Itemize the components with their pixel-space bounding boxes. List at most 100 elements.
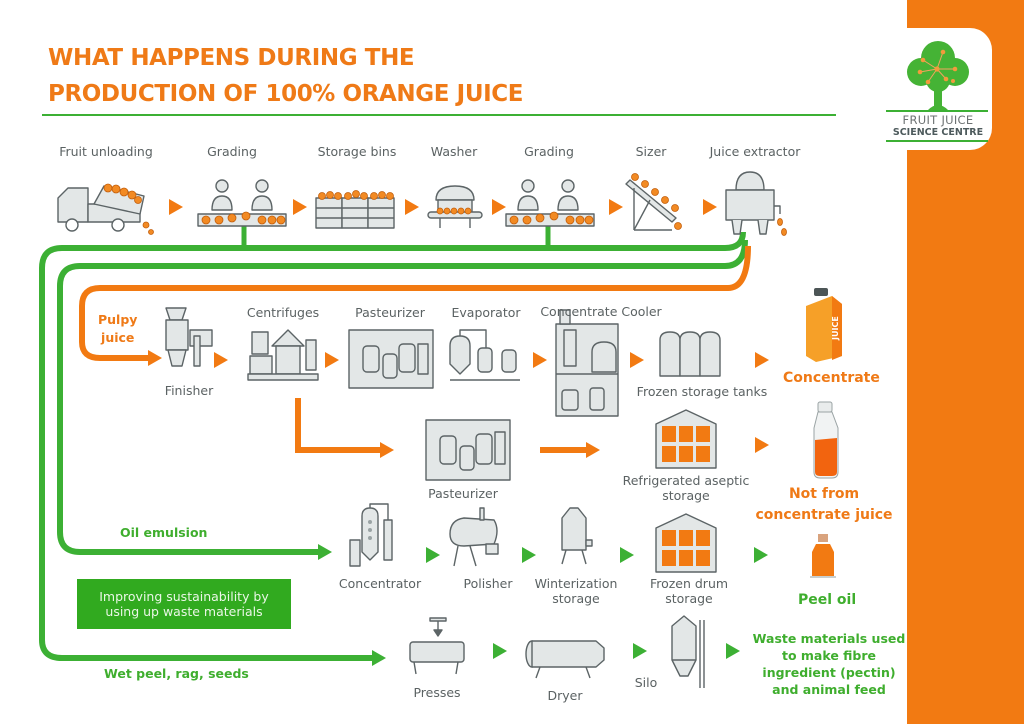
output-not-from-concentrate: Not from concentrate juice <box>755 484 892 526</box>
step-label-washer: Washer <box>430 144 478 159</box>
logo-rule-top <box>886 110 988 112</box>
graders-icon <box>197 179 287 227</box>
wet-peel-label: Wet peel, rag, seeds <box>104 666 249 681</box>
step-label-concentrator: Concentrator <box>338 576 422 591</box>
tree-icon <box>907 41 969 110</box>
press-icon <box>409 617 465 675</box>
step-label-grading-1: Grading <box>207 144 257 159</box>
pipe-arrowheads <box>148 350 600 666</box>
winterization-tank-icon <box>561 507 593 565</box>
arrow-right-icon <box>169 199 183 215</box>
title-line2: PRODUCTION OF 100% ORANGE JUICE <box>48 81 524 107</box>
step-label-evaporator: Evaporator <box>451 305 521 320</box>
output-peel-oil: Peel oil <box>798 592 857 608</box>
step-label-storage-bins: Storage bins <box>317 144 397 159</box>
pasteurizer-icon <box>425 419 511 481</box>
washer-icon <box>427 185 483 228</box>
title-rule <box>42 114 836 116</box>
evaporator-icon <box>449 329 520 381</box>
pipe-oil <box>57 239 748 555</box>
graders-icon <box>505 179 595 227</box>
sustainability-note: Improving sustainability by using up was… <box>77 579 291 629</box>
step-label-centrifuges: Centrifuges <box>246 305 320 320</box>
label-line1: Refrigerated aseptic <box>622 473 750 488</box>
logo-title-line2: SCIENCE CENTRE <box>892 127 984 138</box>
pulpy-juice-line1: Pulpy <box>98 312 138 327</box>
pipe-nfc <box>295 398 380 453</box>
arrow-right-icon <box>755 352 769 368</box>
dump-truck-icon <box>57 183 154 235</box>
arrow-right-icon <box>214 352 228 368</box>
arrow-right-icon <box>703 199 717 215</box>
pasteurizer-icon <box>348 329 434 389</box>
oil-bottle-icon <box>810 534 836 578</box>
step-label-sizer: Sizer <box>635 144 667 159</box>
step-label-frozen-storage-tanks: Frozen storage tanks <box>636 384 768 399</box>
output-line2: concentrate juice <box>755 507 893 523</box>
storage-bins-icon <box>315 190 395 229</box>
logo-title-line1: FRUIT JUICE <box>902 113 974 127</box>
arrow-right-icon <box>522 547 536 563</box>
arrow-right-icon <box>726 643 740 659</box>
output-line2: to make fibre <box>781 648 877 663</box>
label-line1: Frozen drum <box>649 576 729 591</box>
arrow-right-icon <box>609 199 623 215</box>
arrow-right-icon <box>493 643 507 659</box>
silo-icon <box>671 615 705 688</box>
step-label-juice-extractor: Juice extractor <box>709 144 801 159</box>
arrow-right-icon <box>754 547 768 563</box>
arrow-right-icon <box>633 643 647 659</box>
arrow-right-icon <box>492 199 506 215</box>
finisher-icon <box>165 307 213 367</box>
pulpy-juice-label: Pulpy juice <box>98 311 137 347</box>
step-label-pasteurizer-1: Pasteurizer <box>355 305 425 320</box>
arrow-right-icon <box>630 352 644 368</box>
step-label-refrigerated-aseptic-storage: Refrigerated aseptic storage <box>623 473 750 503</box>
polisher-icon <box>449 507 499 567</box>
sizer-icon <box>625 173 682 231</box>
step-label-polisher: Polisher <box>463 576 513 591</box>
note-line2: using up waste materials <box>105 604 263 619</box>
warehouse-icon <box>655 513 717 573</box>
arrow-right-icon <box>533 352 547 368</box>
concentrator-icon <box>349 503 393 567</box>
svg-text:JUICE: JUICE <box>831 316 840 341</box>
arrow-right-icon <box>405 199 419 215</box>
arrow-right-icon <box>325 352 339 368</box>
pulpy-juice-line2: juice <box>101 330 135 345</box>
pipe-juice <box>79 245 751 361</box>
step-label-fruit-unloading: Fruit unloading <box>59 144 153 159</box>
step-label-grading-2: Grading <box>524 144 574 159</box>
arrow-right-icon <box>620 547 634 563</box>
juice-bottle-icon <box>813 401 839 479</box>
output-line1: Not from <box>788 486 860 502</box>
concentrate-cooler-icon <box>555 309 619 417</box>
label-line2: storage <box>665 591 713 606</box>
label-line2: storage <box>662 488 710 503</box>
arrow-right-icon <box>426 547 440 563</box>
arrow-right-icon <box>293 199 307 215</box>
label-line2: storage <box>552 591 600 606</box>
output-line4: and animal feed <box>772 682 886 697</box>
step-label-finisher: Finisher <box>164 383 214 398</box>
pipe-waste <box>39 231 746 661</box>
step-label-dryer: Dryer <box>547 688 583 703</box>
oil-emulsion-label: Oil emulsion <box>120 525 208 540</box>
label-line1: Winterization <box>534 576 618 591</box>
storage-tanks-icon <box>659 331 721 377</box>
step-label-concentrate-cooler: Concentrate Cooler <box>540 304 662 319</box>
output-line3: ingredient (pectin) <box>762 665 896 680</box>
arrow-right-icon <box>755 437 769 453</box>
dryer-icon <box>525 640 605 679</box>
step-label-frozen-drum-storage: Frozen drum storage <box>650 576 728 606</box>
note-line1: Improving sustainability by <box>99 589 269 604</box>
step-label-silo: Silo <box>634 675 658 690</box>
centrifuge-icon <box>247 329 319 381</box>
output-concentrate: Concentrate <box>783 370 880 386</box>
page-title: WHAT HAPPENS DURING THE PRODUCTION OF 10… <box>48 40 523 112</box>
step-label-presses: Presses <box>413 685 461 700</box>
